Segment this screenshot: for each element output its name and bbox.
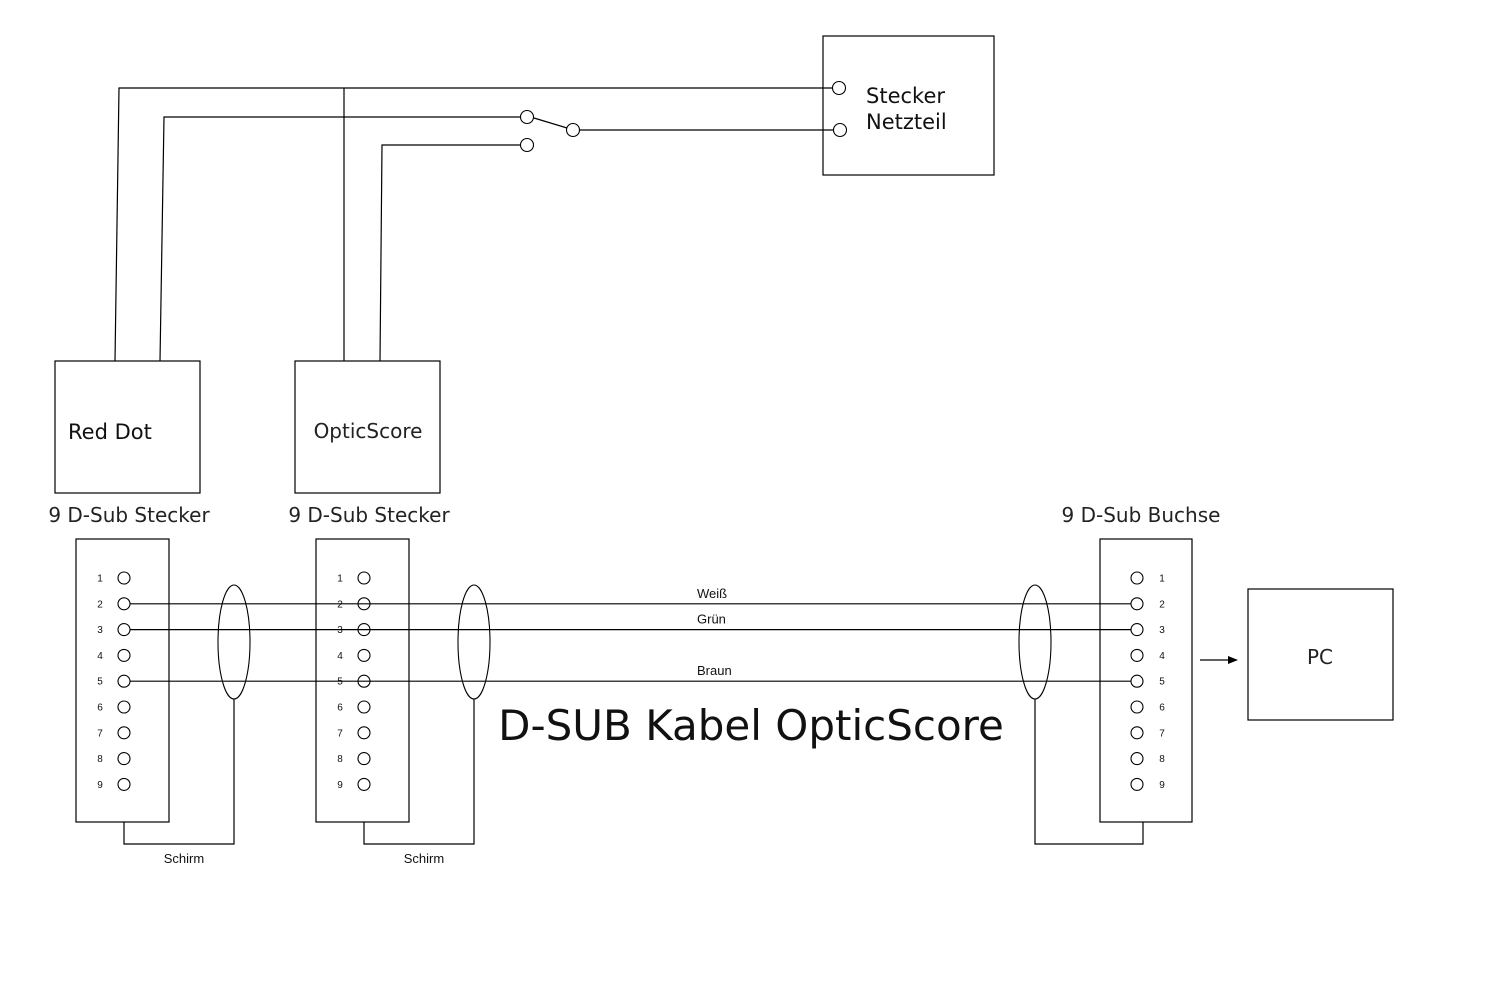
connector-1-pin-number: 1 [97, 574, 103, 585]
connector-1-pin-2 [117, 597, 131, 611]
connector-3-pin-8 [1130, 752, 1144, 766]
connector-1-pin-number: 2 [97, 599, 103, 610]
connector-3-label: 9 D-Sub Buchse [1062, 503, 1221, 527]
connector-3-pin-2 [1130, 597, 1144, 611]
connector-1-pin-9 [117, 777, 131, 791]
connector-3-pin-number: 2 [1159, 599, 1165, 610]
connector-3-pin-number: 9 [1159, 780, 1165, 791]
connector-3-pin-6 [1130, 700, 1144, 714]
connector-1-pin-number: 4 [97, 651, 103, 662]
connector-3-pin-4 [1130, 648, 1144, 662]
arrow-right-icon [1200, 656, 1238, 664]
connector-3-pin-number: 6 [1159, 703, 1165, 714]
connector-3-pin-3 [1130, 623, 1144, 637]
connector-1-pin-1 [117, 571, 131, 585]
connector-1-pin-number: 8 [97, 754, 103, 765]
connector-1-pin-8 [117, 752, 131, 766]
shield-label-2: Schirm [404, 851, 444, 866]
connector-2-pin-number: 8 [337, 754, 343, 765]
shield-ellipse-1 [217, 584, 251, 700]
connector-2-pin-number: 4 [337, 651, 343, 662]
power-wiring [114, 87, 833, 362]
red-dot-box: Red Dot [54, 360, 201, 494]
connector-2-pin-4 [357, 648, 371, 662]
shield-grounds: Schirm Schirm [123, 699, 1144, 866]
connector-3-body [1099, 538, 1193, 823]
connector-2-pin-6 [357, 700, 371, 714]
connector-2-pin-number: 2 [337, 599, 343, 610]
connector-2-pin-9 [357, 777, 371, 791]
connector-3-pin-5 [1130, 674, 1144, 688]
connector-3-pin-1 [1130, 571, 1144, 585]
connector-3-pin-number: 1 [1159, 574, 1165, 585]
connector-3-pin-9 [1130, 777, 1144, 791]
connector-2-pin-number: 1 [337, 574, 343, 585]
connector-2-pin-number: 9 [337, 780, 343, 791]
power-plug-label-line1: Stecker [866, 84, 945, 108]
connector-1-pin-number: 7 [97, 728, 103, 739]
connector-2-label: 9 D-Sub Stecker [288, 503, 450, 527]
connector-1-pin-3 [117, 623, 131, 637]
wire-color-label: Grün [697, 612, 726, 627]
opticscore-box: OpticScore [294, 360, 441, 494]
power-plug-label-line2: Netzteil [866, 110, 947, 134]
connector-3-pin-number: 4 [1159, 651, 1165, 662]
pc-box: PC [1247, 588, 1394, 721]
power-plug-box: Stecker Netzteil [822, 35, 995, 176]
red-dot-label: Red Dot [68, 420, 152, 444]
shield-label-1: Schirm [164, 851, 204, 866]
connector-2-pin-number: 7 [337, 728, 343, 739]
connector-1-pin-6 [117, 700, 131, 714]
connector-1-pin-7 [117, 726, 131, 740]
shield-ellipse-3 [1018, 584, 1052, 700]
connector-2-pin-number: 5 [337, 677, 343, 688]
switch-icon [519, 109, 581, 153]
connector-3-pin-number: 3 [1159, 625, 1165, 636]
connector-2-pin-8 [357, 752, 371, 766]
connector-1-pin-4 [117, 648, 131, 662]
connector-2-pin-number: 6 [337, 703, 343, 714]
opticscore-label: OpticScore [314, 419, 423, 443]
connector-3-pin-number: 7 [1159, 728, 1165, 739]
connector-1-pin-5 [117, 674, 131, 688]
connector-2-pin-number: 3 [337, 625, 343, 636]
power-plug-terminal-top [831, 80, 847, 96]
shield-ellipse-2 [457, 584, 491, 700]
diagram-title: D-SUB Kabel OpticScore [498, 701, 1004, 750]
pc-label: PC [1307, 645, 1333, 669]
connector-1-pin-number: 6 [97, 703, 103, 714]
connector-2-pin-7 [357, 726, 371, 740]
connector-1-pin-number: 5 [97, 677, 103, 688]
connector-3-pin-7 [1130, 726, 1144, 740]
wire-color-label: Weiß [697, 586, 727, 601]
connector-1-pin-number: 3 [97, 625, 103, 636]
power-plug-terminal-bottom [832, 122, 848, 138]
connector-3-pin-number: 5 [1159, 677, 1165, 688]
connector-2-pin-1 [357, 571, 371, 585]
connector-1-label: 9 D-Sub Stecker [48, 503, 210, 527]
connector-3-pin-number: 8 [1159, 754, 1165, 765]
connector-1-pin-number: 9 [97, 780, 103, 791]
wire-color-label: Braun [697, 663, 732, 678]
